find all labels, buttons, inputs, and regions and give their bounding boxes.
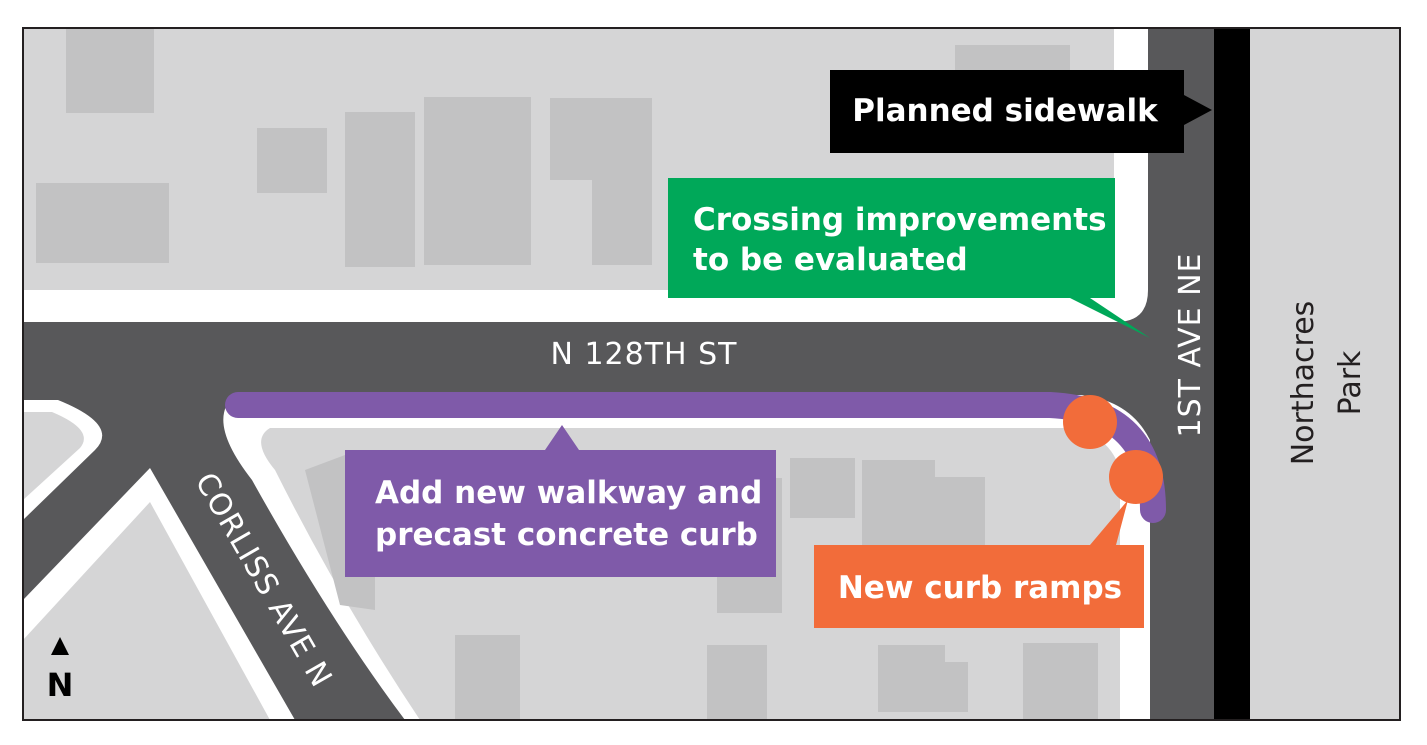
callout-box [814,500,1144,628]
building [257,128,327,193]
map-frame [22,27,1401,721]
callout-new-walkway: Add new walkway and precast concrete cur… [345,425,776,577]
callout-label-line2: precast concrete curb [375,517,758,553]
building [550,98,652,265]
callout-label-line1: Crossing improvements [693,202,1107,238]
street-label-n-128th: N 128TH ST [550,337,737,372]
park-label-line2: Park [1333,350,1368,415]
north-label: N [47,666,74,704]
building [862,460,985,560]
north-arrow: N [47,637,74,704]
callout-box [830,70,1212,153]
callout-new-curb-ramps: New curb ramps [814,500,1144,628]
callout-label-line1: Add new walkway and [375,475,762,511]
park-label-line1: Northacres [1286,301,1321,466]
building [878,645,968,712]
building [790,458,855,518]
building [424,97,531,265]
callout-label: Planned sidewalk [852,93,1159,129]
building [36,183,169,263]
callout-box [345,425,776,577]
planned-sidewalk-strip [1214,28,1250,720]
building [1023,643,1098,720]
callout-label-line2: to be evaluated [693,242,968,278]
northacres-park-area [1250,28,1400,720]
building [707,645,767,720]
building [345,112,415,267]
callout-box [668,178,1150,338]
callout-label: New curb ramps [838,570,1122,606]
building [455,635,520,720]
callout-crossing-improvements: Crossing improvements to be evaluated [668,178,1150,338]
street-label-1st-ave: 1ST AVE NE [1173,252,1208,437]
north-arrow-icon [51,637,69,655]
curb-ramp-marker [1109,450,1163,504]
building [66,28,154,113]
curb-ramp-marker [1063,395,1117,449]
callout-planned-sidewalk: Planned sidewalk [830,70,1212,153]
sw-block [23,412,84,500]
sw-lower-block [23,502,270,720]
